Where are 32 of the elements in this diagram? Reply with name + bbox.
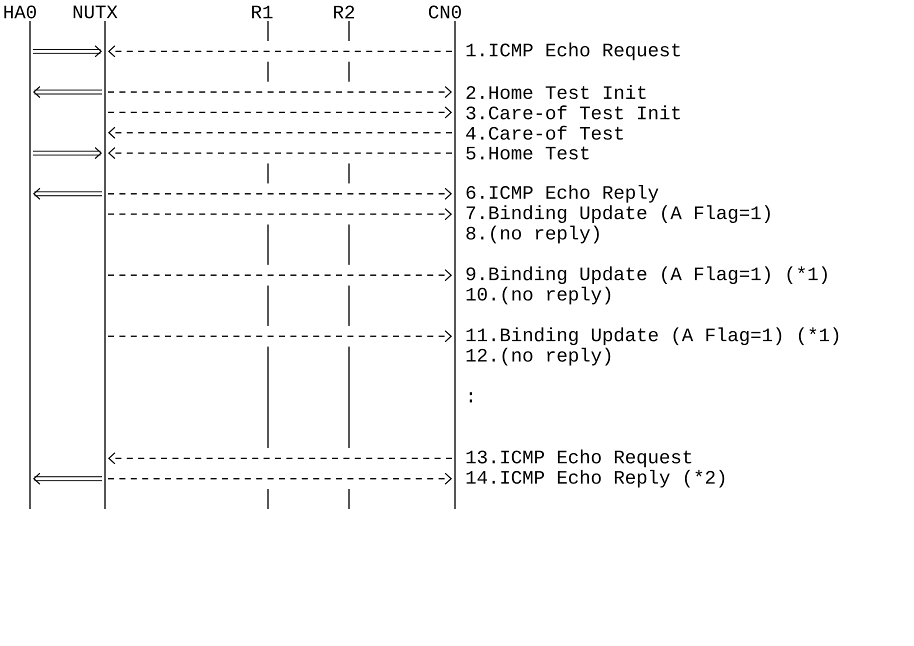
message-text: 7.Binding Update (A Flag=1) (466, 205, 770, 223)
participant-label: CN0 (428, 6, 461, 18)
arrow (108, 188, 452, 200)
message-text: 4.Care-of Test (466, 126, 623, 140)
arrow (108, 208, 452, 220)
message-text: 5.Home Test (466, 146, 589, 160)
arrow (33, 472, 102, 485)
arrow (108, 86, 452, 98)
participant-label: R2 (334, 6, 354, 18)
arrow (33, 147, 102, 160)
arrow (108, 472, 452, 485)
arrow (108, 45, 452, 58)
arrow (108, 269, 452, 282)
message-text: 11.Binding Update (A Flag=1) (*1) (466, 327, 838, 346)
message-text: 13.ICMP Echo Request (466, 450, 692, 468)
message-text: 1.ICMP Echo Request (466, 42, 680, 60)
arrow (33, 86, 102, 98)
participant-label: HA0 (4, 6, 36, 18)
arrow (33, 188, 102, 200)
arrow (108, 452, 452, 464)
participant-label: R1 (252, 6, 272, 18)
participant-label: NUTX (74, 6, 118, 18)
message-text: 6.ICMP Echo Reply (466, 184, 658, 203)
message-text: 3.Care-of Test Init (466, 105, 680, 120)
arrow (108, 330, 452, 342)
message-text: 14.ICMP Echo Reply (*2) (466, 470, 724, 488)
arrow (33, 45, 102, 58)
arrow (108, 106, 452, 118)
message-text: 2.Home Test Init (466, 85, 646, 100)
message-text: 9.Binding Update (A Flag=1) (*1) (466, 266, 827, 284)
arrow (108, 126, 452, 139)
arrow (108, 147, 452, 160)
